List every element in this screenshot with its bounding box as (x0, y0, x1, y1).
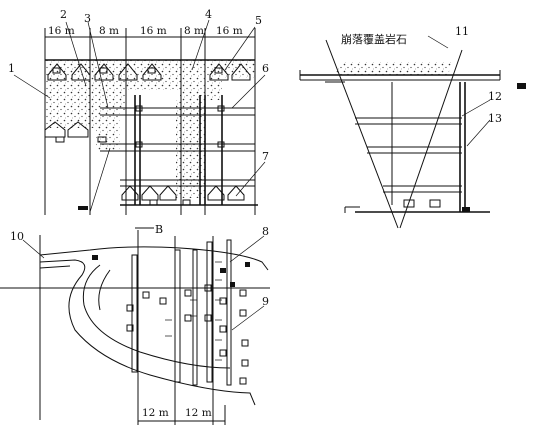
longitudinal-section (13, 19, 266, 215)
plan-drawpoints (92, 239, 250, 386)
callout-1: 1 (8, 62, 15, 75)
raises (134, 95, 223, 205)
leaders-top-left (13, 19, 266, 213)
callout-3: 3 (84, 12, 91, 25)
callout-13: 13 (488, 112, 502, 125)
caved-cover-label: 崩落覆盖岩石 (341, 32, 407, 46)
sublevel-drifts (100, 105, 255, 187)
dim-16m-2: 16 m (140, 25, 167, 37)
plan-view (0, 227, 270, 425)
callout-11: 11 (455, 25, 469, 38)
callout-5: 5 (255, 14, 262, 27)
dim-16m-1: 16 m (48, 25, 75, 37)
dimension-labels: 16 m 8 m 16 m 8 m 16 m 12 m 12 m B 崩落覆盖岩… (48, 25, 407, 419)
cross-section (299, 35, 526, 229)
callout-labels: 1 2 3 4 5 6 7 8 9 10 11 12 13 (8, 8, 502, 308)
dim-12m-2: 12 m (185, 407, 212, 419)
dim-8m-1: 8 m (99, 25, 119, 37)
dim-12m-1: 12 m (142, 407, 169, 419)
callout-10: 10 (10, 230, 24, 243)
dim-16m-3: 16 m (216, 25, 243, 37)
dim-8m-2: 8 m (184, 25, 204, 37)
callout-7: 7 (262, 150, 269, 163)
callout-6: 6 (262, 62, 269, 75)
callout-4: 4 (205, 8, 212, 21)
bottom-drawpoints (78, 185, 258, 210)
section-mark-b: B (155, 223, 163, 236)
callout-8: 8 (262, 225, 269, 238)
middle-drawpoints (44, 121, 107, 143)
cross-drifts (355, 117, 462, 193)
callout-2: 2 (60, 8, 67, 21)
callout-12: 12 (488, 90, 502, 103)
upper-drawpoints (47, 63, 251, 81)
callout-9: 9 (262, 295, 269, 308)
